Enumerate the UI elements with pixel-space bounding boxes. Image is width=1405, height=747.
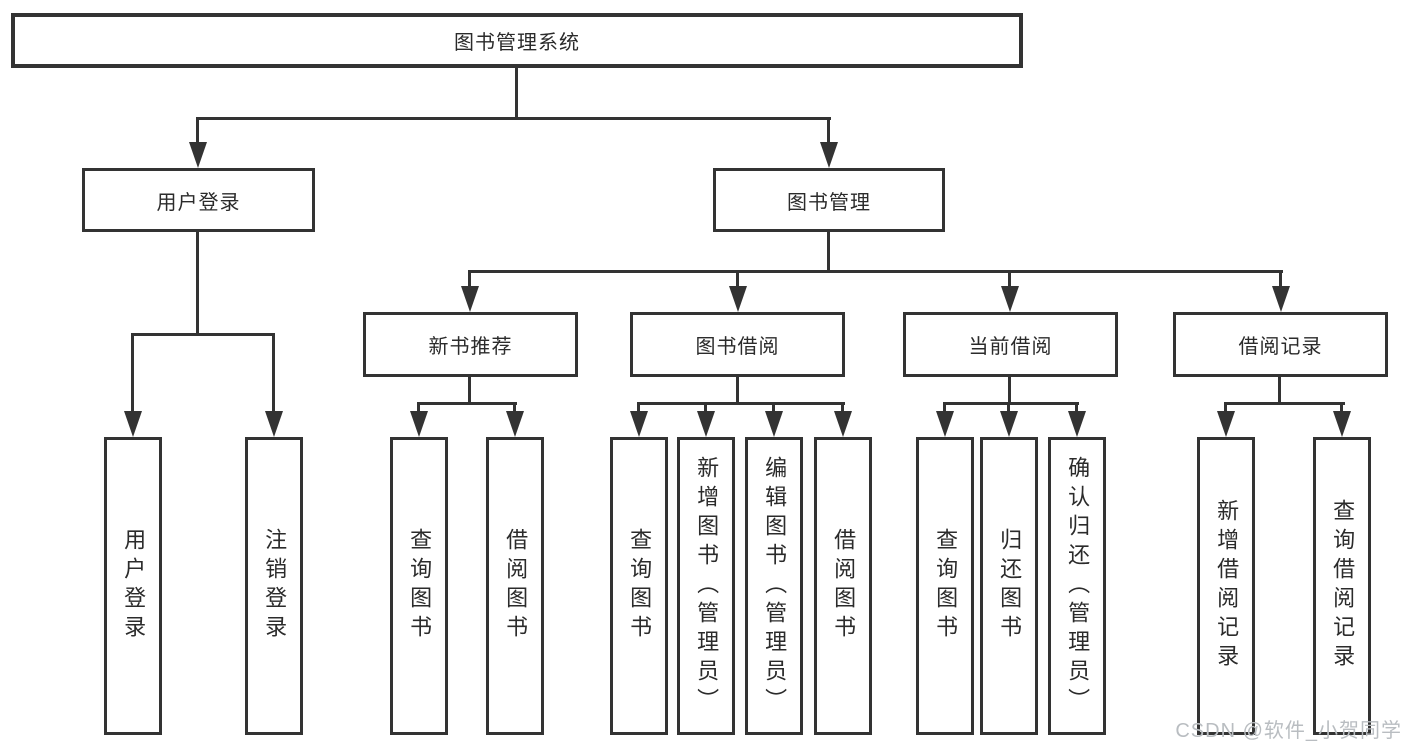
connector-line [1278, 377, 1281, 405]
arrowhead-down-icon [820, 142, 838, 168]
leaf-label: 查询图书 [407, 528, 433, 644]
arrowhead-down-icon [1333, 411, 1351, 437]
arrowhead-down-icon [189, 142, 207, 168]
node-book-management: 图书管理 [713, 168, 945, 232]
connector-line [196, 117, 199, 145]
connector-line [827, 232, 830, 272]
leaf-return-book: 归还图书 [980, 437, 1038, 735]
connector-line [736, 270, 739, 290]
connector-line [637, 402, 640, 415]
connector-line [468, 270, 1283, 273]
leaf-label: 新增图书（管理员） [694, 455, 720, 717]
connector-line [1340, 402, 1343, 415]
connector-line [196, 232, 199, 336]
leaf-label: 查询图书 [627, 528, 653, 644]
node-label: 借阅记录 [1238, 336, 1323, 358]
node-label: 图书管理 [787, 191, 871, 214]
connector-line [704, 402, 707, 415]
arrowhead-down-icon [124, 411, 142, 437]
node-label: 用户登录 [156, 191, 241, 214]
node-user-login: 用户登录 [82, 168, 315, 232]
leaf-label: 归还图书 [997, 528, 1023, 644]
node-borrowing-records: 借阅记录 [1173, 312, 1388, 377]
connector-line [417, 402, 517, 405]
connector-line [772, 402, 775, 415]
leaf-label: 查询借阅记录 [1330, 499, 1356, 673]
leaf-label: 借阅图书 [503, 528, 529, 644]
arrowhead-down-icon [410, 411, 428, 437]
leaf-label: 用户登录 [121, 528, 147, 644]
arrowhead-down-icon [697, 411, 715, 437]
node-label: 当前借阅 [968, 336, 1053, 358]
leaf-query-borrow-record: 查询借阅记录 [1313, 437, 1371, 735]
connector-line [1007, 402, 1010, 415]
leaf-label: 确认归还（管理员） [1065, 455, 1091, 717]
node-library-management-system: 图书管理系统 [11, 13, 1023, 68]
connector-line [131, 333, 275, 336]
arrowhead-down-icon [506, 411, 524, 437]
arrowhead-down-icon [630, 411, 648, 437]
arrowhead-down-icon [1217, 411, 1235, 437]
connector-line [272, 333, 275, 413]
connector-line [841, 402, 844, 415]
connector-line [1075, 402, 1078, 415]
arrowhead-down-icon [834, 411, 852, 437]
leaf-query-book: 查询图书 [610, 437, 668, 735]
leaf-confirm-return-admin: 确认归还（管理员） [1048, 437, 1106, 735]
arrowhead-down-icon [265, 411, 283, 437]
node-label: 图书借阅 [695, 336, 780, 358]
connector-line [515, 68, 518, 120]
node-new-book-recommendation: 新书推荐 [363, 312, 578, 377]
node-label: 图书管理系统 [454, 32, 580, 54]
connector-line [637, 402, 845, 405]
connector-line [417, 402, 420, 415]
leaf-borrow-book: 借阅图书 [814, 437, 872, 735]
leaf-label: 查询图书 [933, 528, 959, 644]
watermark-text: CSDN @软件_小贺同学 [1175, 720, 1402, 742]
leaf-borrow-book: 借阅图书 [486, 437, 544, 735]
connector-line [196, 117, 831, 120]
connector-line [943, 402, 946, 415]
leaf-logout: 注销登录 [245, 437, 303, 735]
arrowhead-down-icon [1001, 286, 1019, 312]
node-book-borrowing: 图书借阅 [630, 312, 845, 377]
arrowhead-down-icon [936, 411, 954, 437]
connector-line [1279, 270, 1282, 290]
connector-line [513, 402, 516, 415]
arrowhead-down-icon [461, 286, 479, 312]
connector-line [1008, 377, 1011, 405]
leaf-edit-book-admin: 编辑图书（管理员） [745, 437, 803, 735]
connector-line [827, 117, 830, 145]
leaf-add-book-admin: 新增图书（管理员） [677, 437, 735, 735]
connector-line [1224, 402, 1227, 415]
arrowhead-down-icon [1000, 411, 1018, 437]
arrowhead-down-icon [1068, 411, 1086, 437]
connector-line [943, 402, 1079, 405]
connector-line [1224, 402, 1345, 405]
leaf-label: 注销登录 [262, 528, 288, 644]
leaf-label: 新增借阅记录 [1214, 499, 1240, 673]
arrowhead-down-icon [729, 286, 747, 312]
leaf-label: 编辑图书（管理员） [762, 455, 788, 717]
node-current-borrowing: 当前借阅 [903, 312, 1118, 377]
node-label: 新书推荐 [428, 336, 513, 358]
connector-line [1008, 270, 1011, 290]
leaf-label: 借阅图书 [831, 528, 857, 644]
connector-line [468, 377, 471, 405]
connector-line [736, 377, 739, 405]
leaf-add-borrow-record: 新增借阅记录 [1197, 437, 1255, 735]
arrowhead-down-icon [765, 411, 783, 437]
connector-line [131, 333, 134, 413]
connector-line [468, 270, 471, 290]
leaf-query-book: 查询图书 [390, 437, 448, 735]
leaf-user-login: 用户登录 [104, 437, 162, 735]
arrowhead-down-icon [1272, 286, 1290, 312]
leaf-query-book: 查询图书 [916, 437, 974, 735]
